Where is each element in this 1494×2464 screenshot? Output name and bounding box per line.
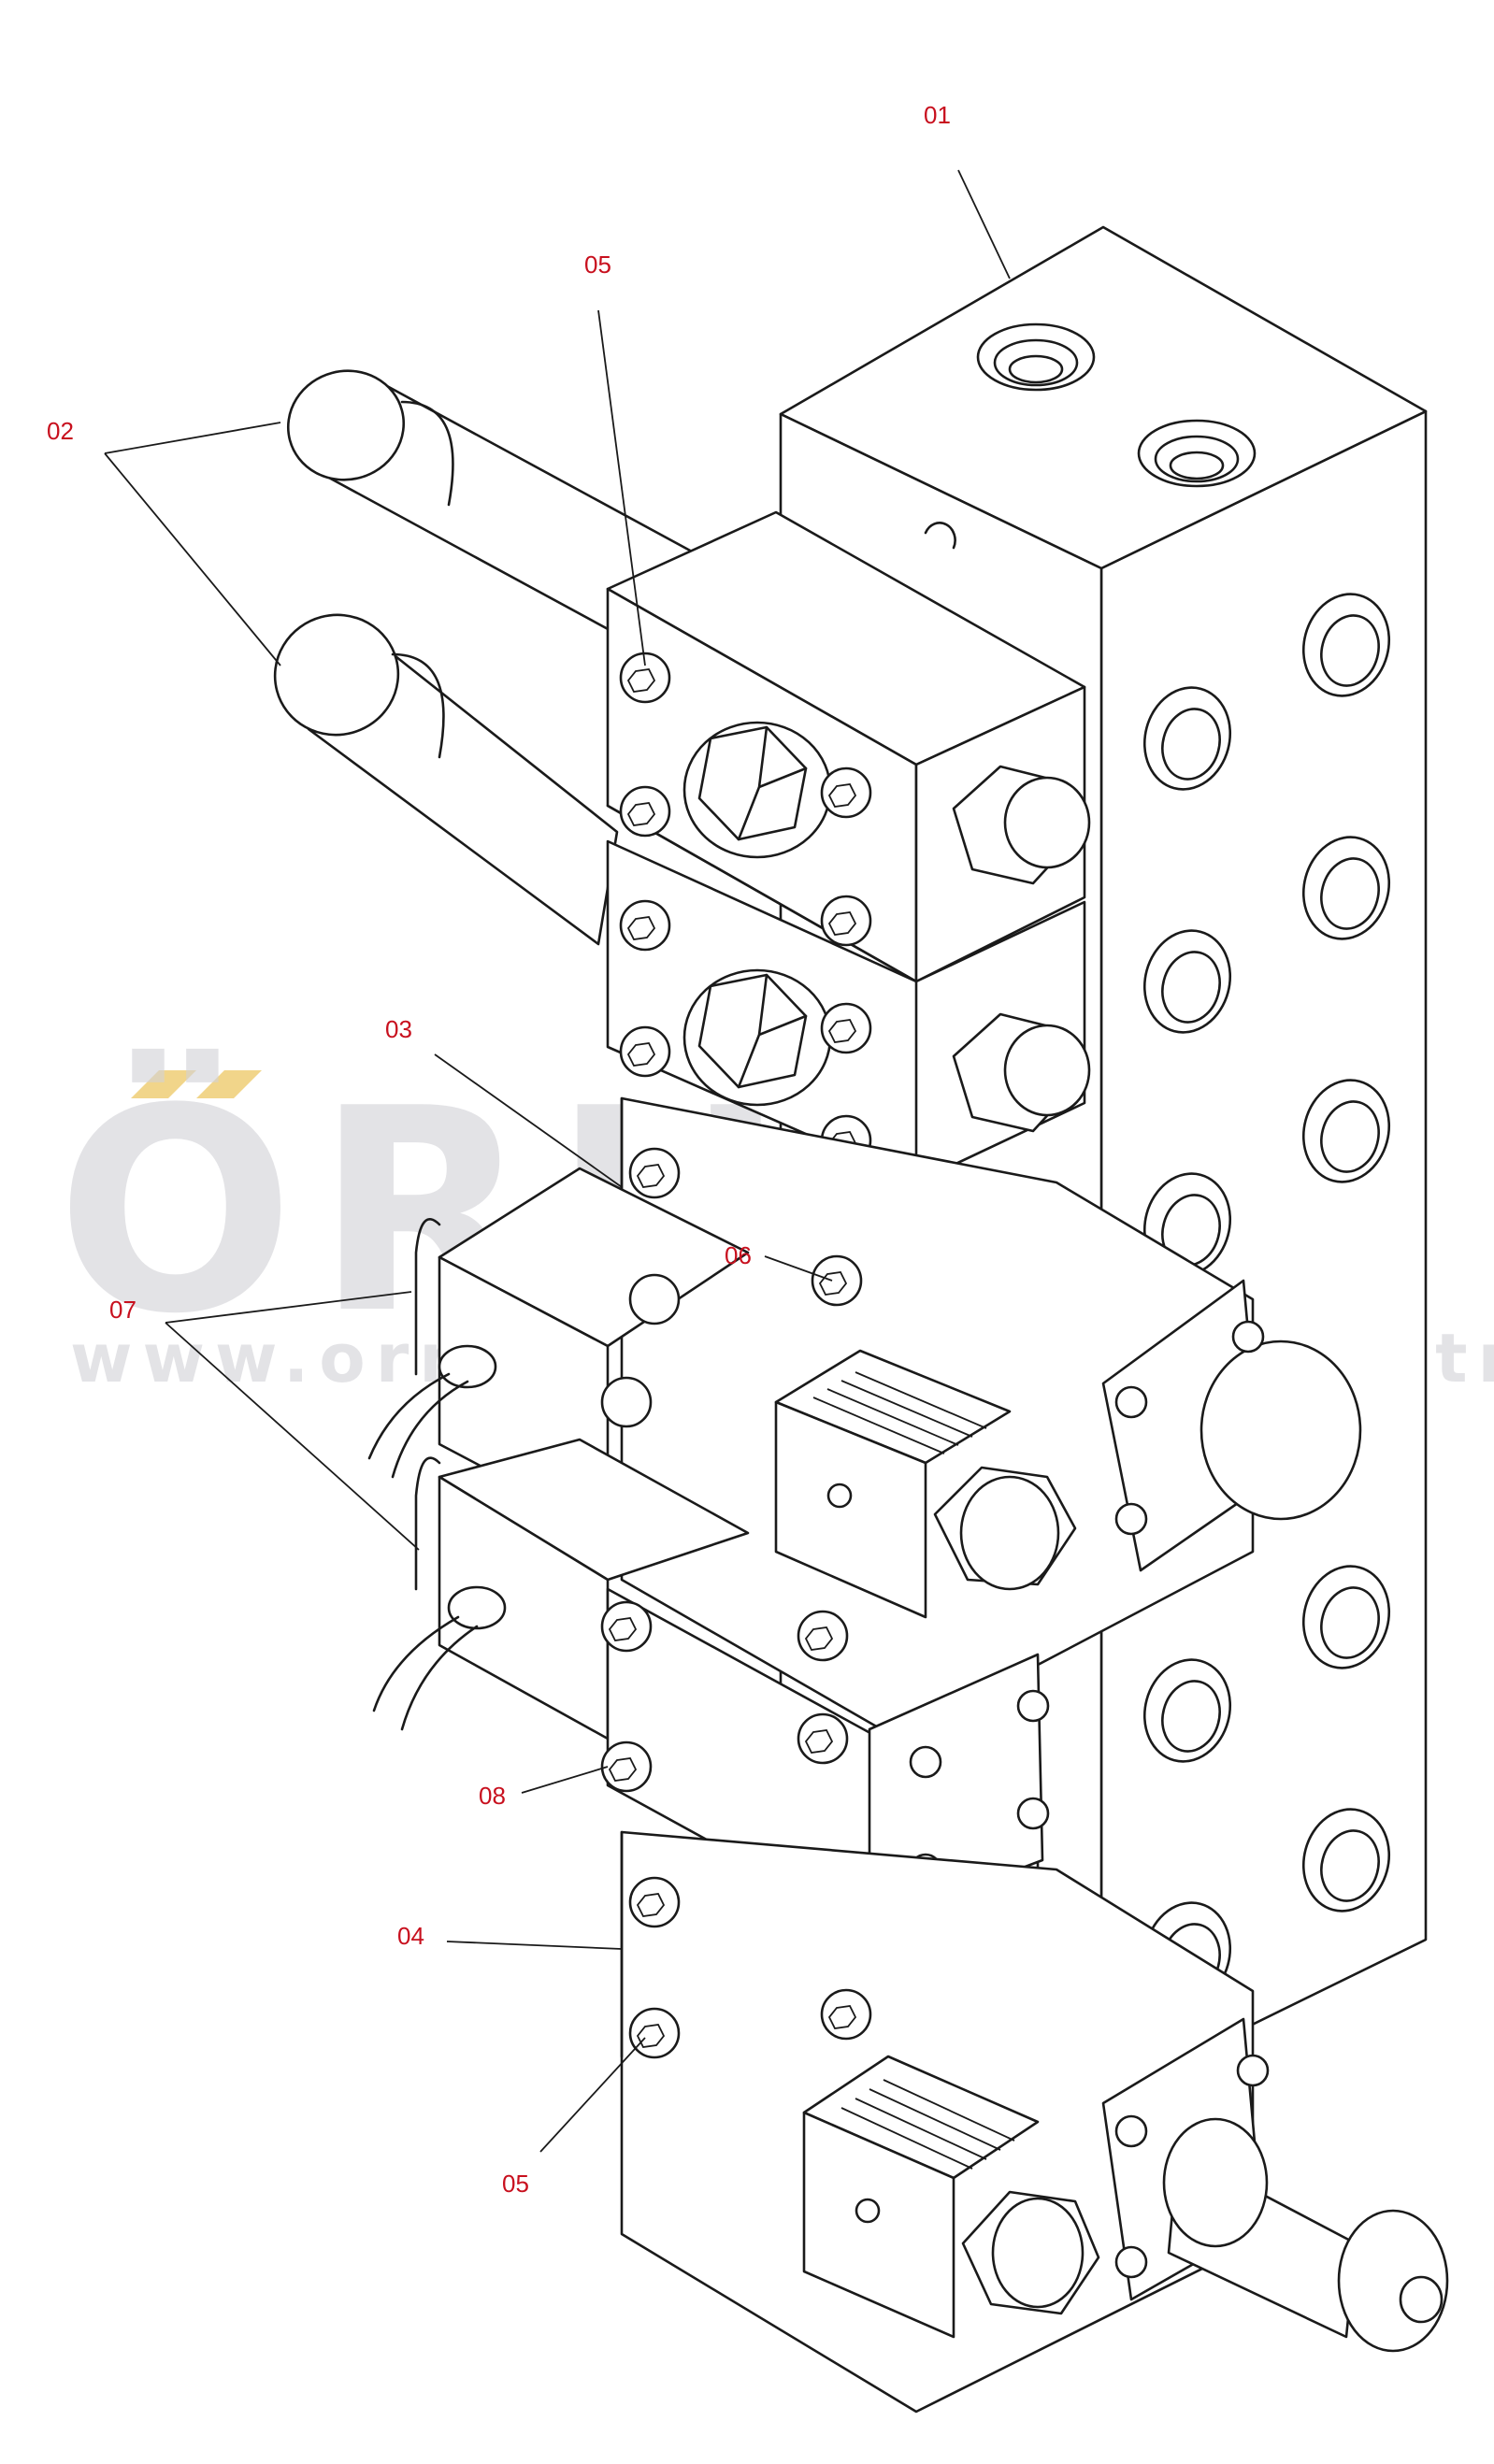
upper-valve-block — [606, 510, 1091, 983]
socket-screw — [820, 1002, 872, 1054]
callout-01: 01 — [924, 101, 951, 129]
socket-screw — [628, 1147, 681, 1199]
middle-valve-block — [600, 1587, 1050, 1946]
callout-03: 03 — [385, 1015, 412, 1043]
manual-override-rod — [1101, 2017, 1449, 2353]
socket-screw — [820, 895, 872, 947]
connector-plug — [774, 1349, 1077, 1619]
cylinder-accumulator-lower — [273, 613, 619, 946]
socket-screw — [619, 785, 671, 838]
callout-05-top: 05 — [584, 251, 611, 279]
socket-screw — [628, 1273, 681, 1325]
top-port — [976, 322, 1096, 392]
callout-08: 08 — [479, 1782, 506, 1810]
socket-screw — [797, 1610, 849, 1662]
socket-screw — [600, 1376, 653, 1428]
socket-screw — [820, 1988, 872, 2041]
callout-04: 04 — [397, 1922, 424, 1950]
callout-02: 02 — [47, 417, 74, 445]
solenoid-valve — [367, 1096, 1362, 1741]
leader-lines — [104, 169, 1011, 2153]
socket-screw — [600, 1741, 653, 1793]
cylinder-accumulator-upper — [286, 369, 694, 656]
socket-screw — [797, 1712, 849, 1765]
socket-screw — [619, 1025, 671, 1078]
callout-05-bottom: 05 — [502, 2170, 529, 2198]
top-port — [1137, 419, 1257, 488]
callout-06: 06 — [725, 1241, 752, 1269]
socket-screw — [628, 2007, 681, 2059]
socket-screw — [600, 1600, 653, 1653]
hex-plug — [952, 765, 1091, 885]
socket-screw — [619, 652, 671, 704]
round-end-cap — [1101, 1279, 1362, 1572]
hex-plug — [682, 721, 832, 859]
bottom-solenoid-valve — [620, 1830, 1449, 2414]
connector-plug — [802, 2055, 1100, 2339]
socket-screw — [619, 899, 671, 952]
socket-screw — [811, 1254, 863, 1307]
solenoid-coil-lower — [372, 1438, 750, 1741]
callout-labels: 01 02 03 04 05 05 06 07 08 — [47, 101, 951, 2198]
socket-screw — [628, 1876, 681, 1928]
watermark-umlaut-mark — [131, 1070, 262, 1098]
hex-plug — [682, 968, 832, 1107]
socket-screw — [820, 766, 872, 819]
hex-plug — [952, 1012, 1091, 1133]
callout-07: 07 — [109, 1296, 136, 1324]
